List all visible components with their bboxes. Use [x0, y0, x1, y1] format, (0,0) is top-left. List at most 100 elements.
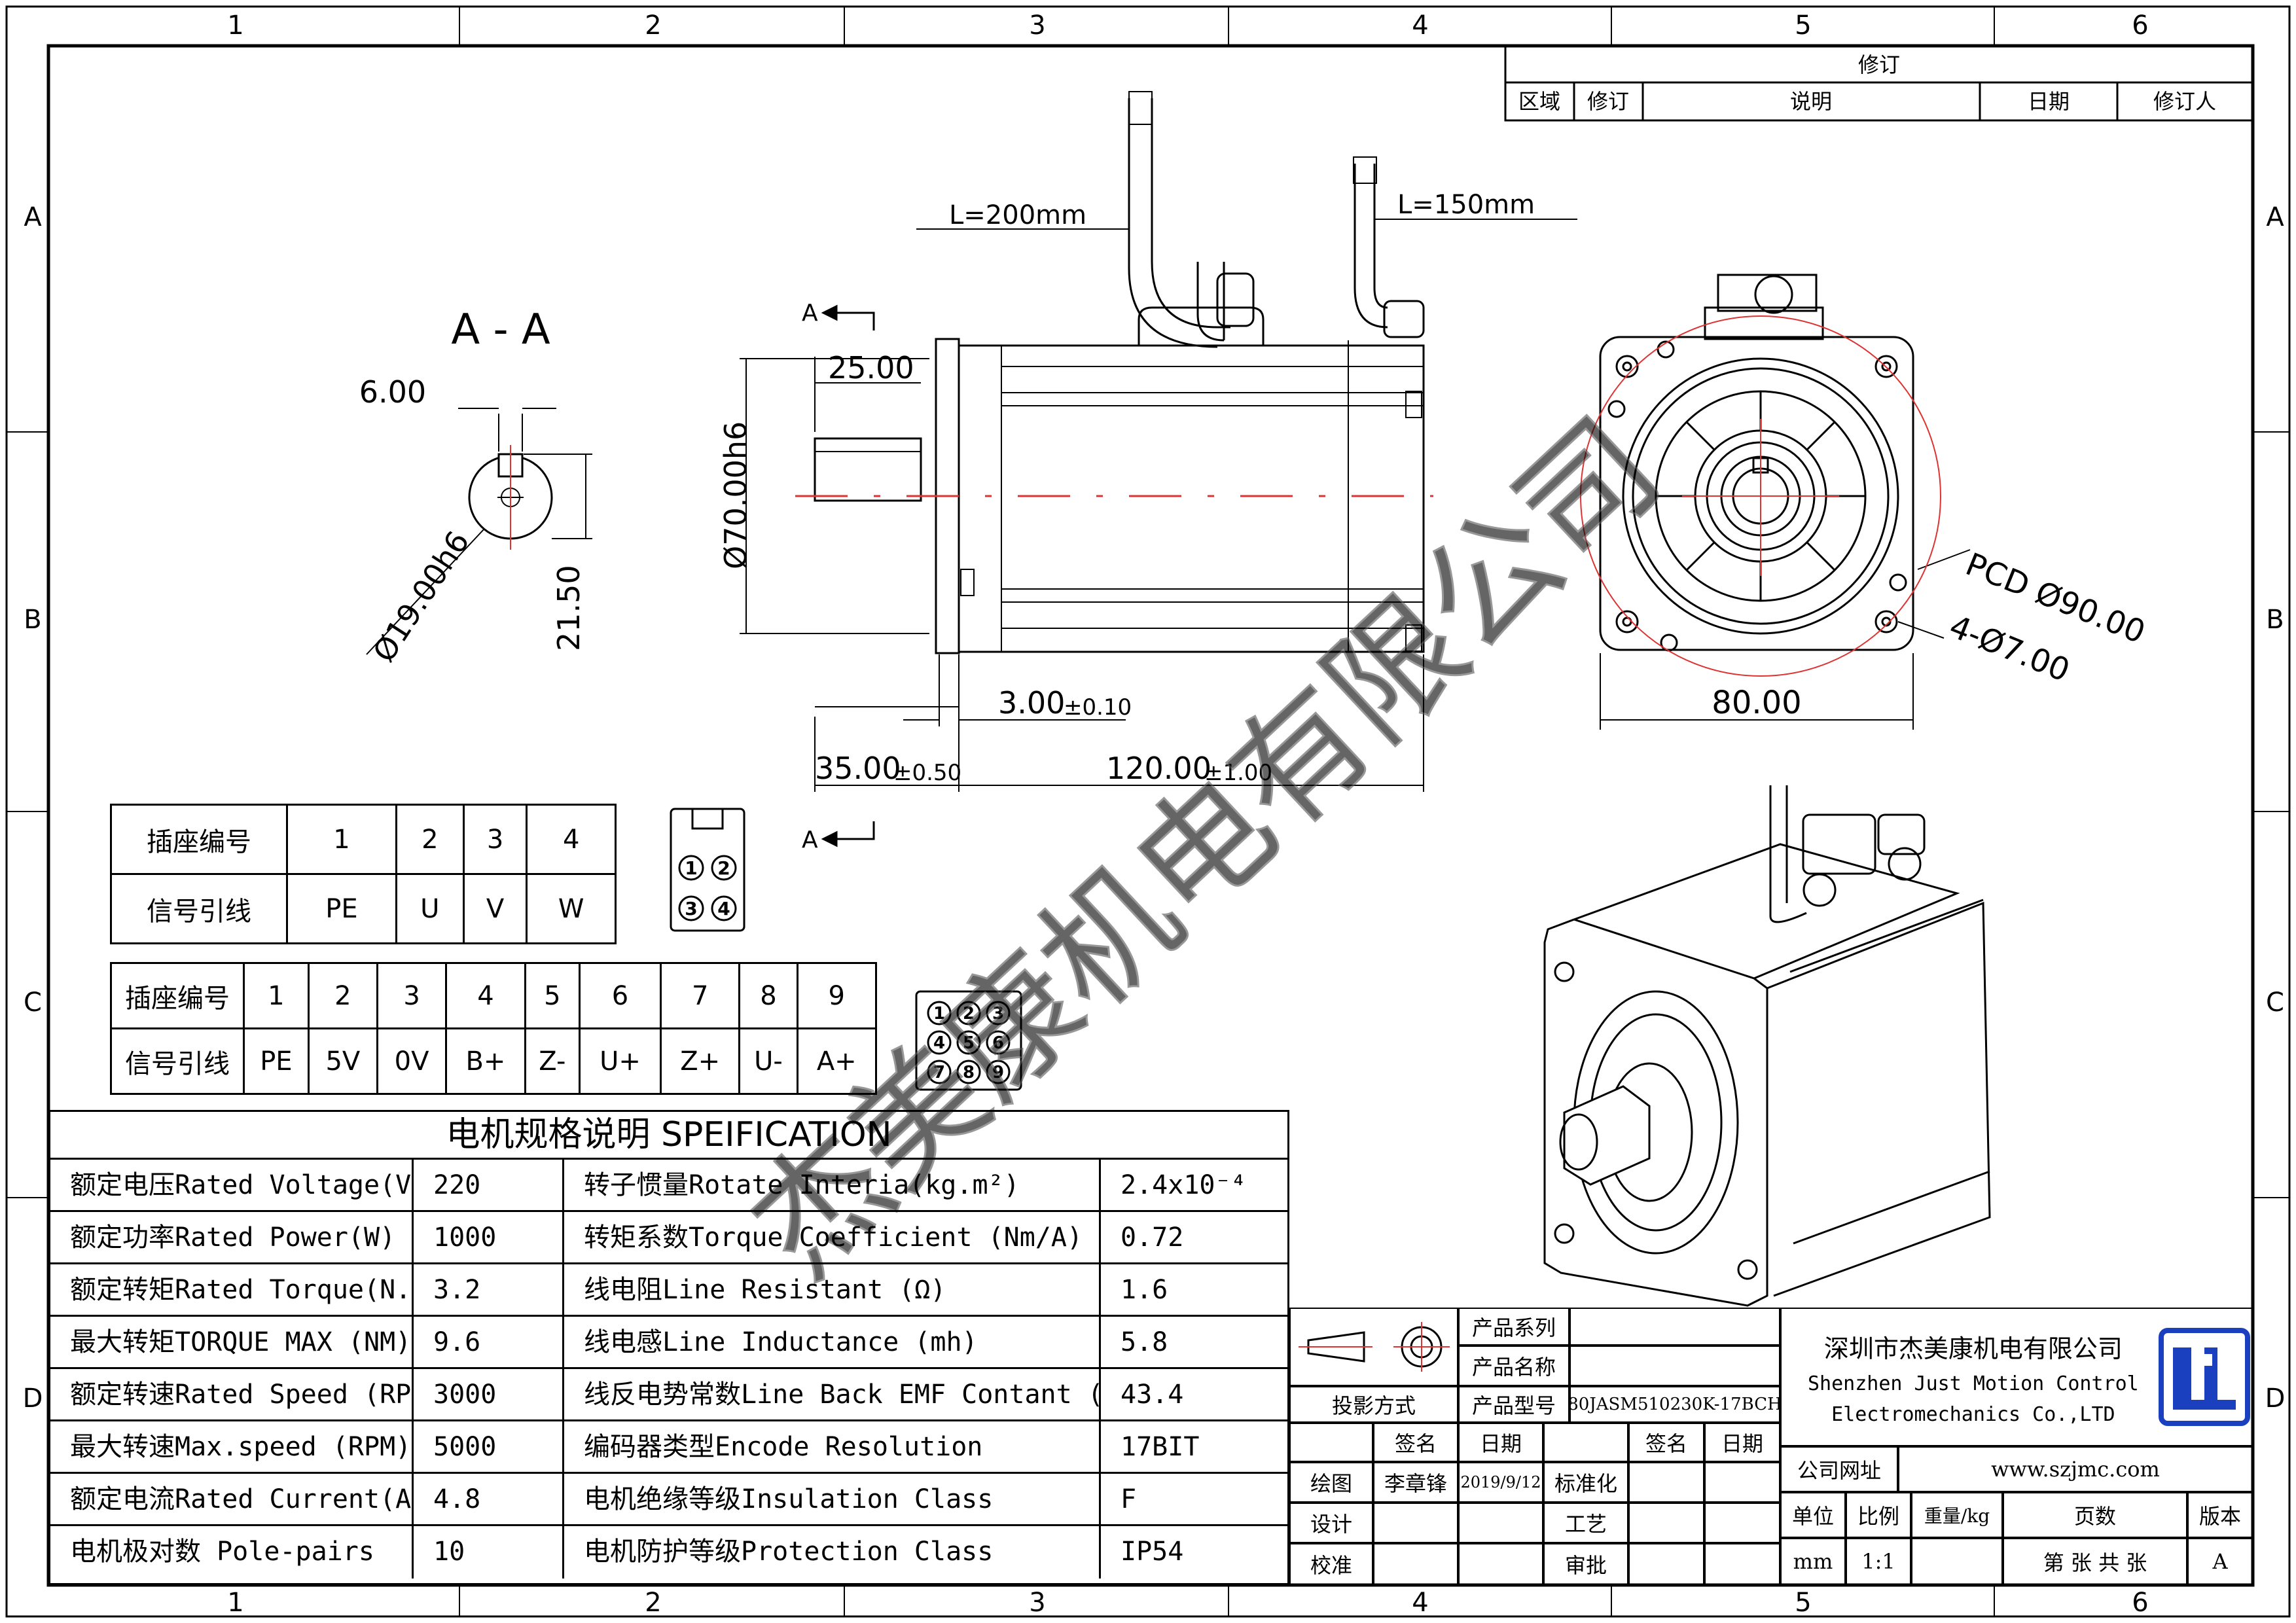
- col-label: 4: [1412, 10, 1428, 41]
- front-width-dim: 80.00: [1712, 685, 1801, 721]
- signature-blank: [1543, 1423, 1628, 1462]
- version-label: 版本: [2187, 1492, 2253, 1538]
- pin-cell: 3: [376, 962, 448, 1029]
- design-label: 设计: [1289, 1503, 1373, 1543]
- spec-value: 1.6: [1121, 1275, 1168, 1305]
- standard-label: 标准化: [1543, 1462, 1628, 1503]
- unit-value: mm: [1780, 1538, 1846, 1585]
- signal-cell: U: [395, 873, 465, 944]
- drawer-name: 李章锋: [1373, 1462, 1458, 1503]
- revision-title: 修订: [1858, 52, 1900, 77]
- pin-number: 6: [992, 1033, 1004, 1053]
- cable2-length-dim: L=150mm: [1397, 190, 1535, 220]
- table-header: 信号引线: [110, 1027, 245, 1095]
- table-header: 插座编号: [110, 962, 245, 1029]
- drawing-frame: [5, 5, 2291, 1618]
- scale-label: 比例: [1846, 1492, 1911, 1538]
- pilot-diameter-dim: Ø70.00h6: [718, 421, 753, 569]
- company-block: 深圳市杰美康机电有限公司 Shenzhen Just Motion Contro…: [1780, 1308, 2253, 1446]
- key-depth-dim: 21.50: [551, 565, 586, 651]
- table-row: 电机极对数 Pole-pairs 10 电机防护等级Protection Cla…: [50, 1526, 1287, 1578]
- signature-blank: [1289, 1423, 1373, 1462]
- spec-value: F: [1121, 1484, 1137, 1514]
- col-label: 1: [227, 1588, 243, 1618]
- signal-cell: B+: [445, 1027, 526, 1095]
- pin-number: 1: [685, 857, 697, 879]
- pin-number: 4: [717, 898, 730, 919]
- revision-header: 日期: [2028, 89, 2070, 114]
- name-label: 产品名称: [1458, 1346, 1570, 1386]
- col-label: 5: [1795, 1588, 1811, 1618]
- table-row: 额定转矩Rated Torque(N.M) 3.2 线电阻Line Resist…: [50, 1264, 1287, 1317]
- revision-table: [1504, 45, 2254, 122]
- signal-cell: PE: [286, 873, 397, 944]
- spec-param: 额定转矩Rated Torque(N.M): [50, 1264, 414, 1315]
- power-connector-pins: 1 2 3 4: [685, 857, 730, 919]
- pin-number: 4: [933, 1033, 945, 1053]
- shaft-diameter-dim: Ø19.00h6: [366, 525, 476, 668]
- projection-icon: [1299, 1322, 1450, 1372]
- pin-cell: 9: [796, 962, 878, 1029]
- col-label: 6: [2132, 10, 2148, 41]
- table-row: 额定转速Rated Speed (RPM) 3000 线反电势常数Line Ba…: [50, 1369, 1287, 1421]
- row-label: D: [2265, 1383, 2286, 1414]
- flange-thickness-dim: 3.00: [998, 685, 1065, 721]
- col-label: 6: [2132, 1588, 2148, 1618]
- spec-param: 额定电压Rated Voltage(V): [50, 1160, 414, 1210]
- company-name-en-1: Shenzhen Just Motion Control: [1808, 1372, 2139, 1395]
- spec-param: 额定电流Rated Current(A): [50, 1474, 414, 1524]
- power-connector-table: 插座编号 1 2 3 4 信号引线 PE U V W: [110, 804, 617, 944]
- pin-number: 1: [933, 1004, 945, 1024]
- encoder-connector-icon: [915, 990, 1022, 1091]
- signature-blank: [1373, 1543, 1458, 1585]
- company-logo-icon: [2158, 1328, 2250, 1426]
- row-label: C: [24, 988, 42, 1018]
- spec-value: 9.6: [414, 1317, 564, 1367]
- pin-number: 7: [933, 1063, 945, 1082]
- cut-label-bottom: A: [802, 827, 818, 853]
- pin-number: 2: [963, 1004, 975, 1024]
- section-label: A - A: [451, 306, 550, 354]
- pages-label: 页数: [2003, 1492, 2187, 1538]
- sign-header: 签名: [1373, 1423, 1458, 1462]
- series-value: [1570, 1308, 1780, 1346]
- company-name-en-2: Electromechanics Co.,LTD: [1831, 1402, 2115, 1426]
- series-label: 产品系列: [1458, 1308, 1570, 1346]
- body-tolerance: ±1.00: [1204, 760, 1272, 786]
- spec-param: 额定功率Rated Power(W): [50, 1212, 414, 1262]
- check-label: 校准: [1289, 1543, 1373, 1585]
- signal-cell: 5V: [307, 1027, 378, 1095]
- row-label: B: [2266, 605, 2284, 635]
- side-view: [814, 91, 1425, 654]
- revision-header: 说明: [1790, 89, 1832, 114]
- pin-cell: 2: [307, 962, 378, 1029]
- signature-blank: [1628, 1543, 1704, 1585]
- signal-cell: PE: [243, 1027, 310, 1095]
- signal-cell: Z+: [659, 1027, 741, 1095]
- flange-tolerance: ±0.10: [1064, 694, 1132, 721]
- revision-header: 修订人: [2153, 89, 2216, 114]
- pin-cell: 6: [578, 962, 662, 1029]
- signature-blank: [1373, 1503, 1458, 1543]
- web-label: 公司网址: [1780, 1446, 1898, 1492]
- pin-number: 2: [717, 857, 730, 879]
- pin-cell: 2: [395, 804, 465, 875]
- pin-number: 3: [992, 1004, 1004, 1024]
- pin-cell: 3: [462, 804, 528, 875]
- table-row: 额定功率Rated Power(W) 1000 转矩系数Torque Coeff…: [50, 1212, 1287, 1264]
- projection-symbol: [1289, 1308, 1458, 1386]
- spec-param: 额定转速Rated Speed (RPM): [50, 1369, 414, 1419]
- revision-header: 区域: [1518, 89, 1560, 114]
- signal-cell: V: [462, 873, 528, 944]
- col-label: 5: [1795, 10, 1811, 41]
- date-header: 日期: [1458, 1423, 1543, 1462]
- spec-value: 4.8: [414, 1474, 564, 1524]
- col-label: 4: [1412, 1588, 1428, 1618]
- pin-cell: 1: [243, 962, 310, 1029]
- col-label: 1: [227, 10, 243, 41]
- signal-cell: U+: [578, 1027, 662, 1095]
- signature-blank: [1704, 1543, 1780, 1585]
- unit-label: 单位: [1780, 1492, 1846, 1538]
- table-row: 额定电压Rated Voltage(V) 220 转子惯量Rotate Inte…: [50, 1160, 1287, 1212]
- col-label: 3: [1029, 1588, 1045, 1618]
